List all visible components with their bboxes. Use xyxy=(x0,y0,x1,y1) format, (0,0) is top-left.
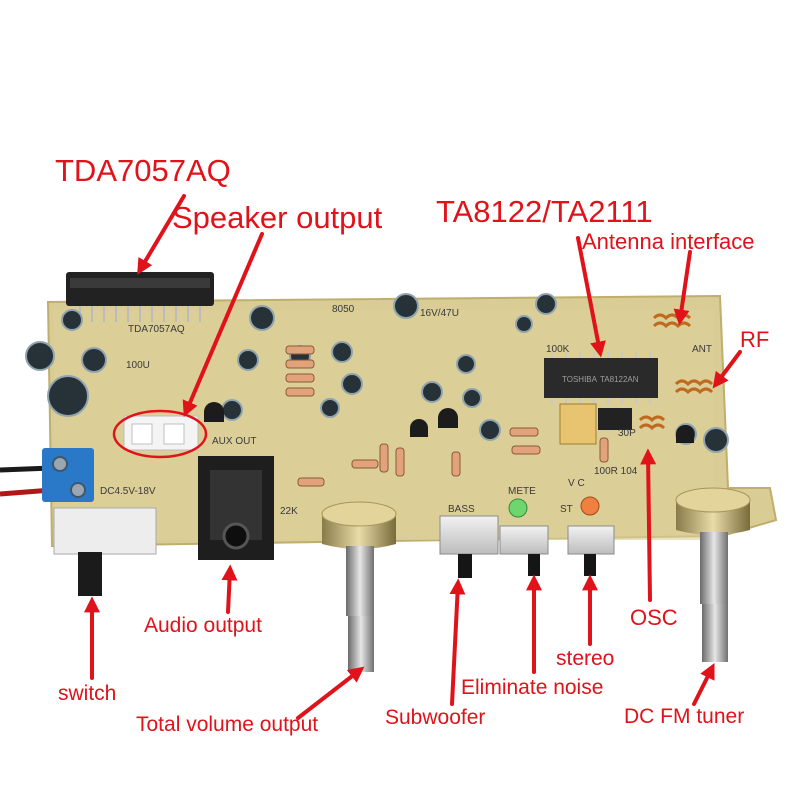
label-stereo: stereo xyxy=(556,647,615,670)
label-switch: switch xyxy=(58,682,117,705)
arrow-speaker xyxy=(182,232,264,418)
arrow-ta8122 xyxy=(576,236,606,358)
capacitors xyxy=(25,293,729,453)
silk-power: DC4.5V-18V xyxy=(100,486,156,497)
tuner-potentiometer xyxy=(675,487,751,662)
speaker-output-highlight xyxy=(112,409,208,459)
silk-aux: AUX OUT xyxy=(212,436,256,447)
volume-potentiometer xyxy=(321,501,397,672)
ta8122-ic: TOSHIBA TA8122AN xyxy=(544,352,658,404)
arrow-antenna xyxy=(673,250,692,326)
arrow-subwoofer xyxy=(449,578,466,706)
ic-part: TA8122AN xyxy=(600,375,639,384)
silk-22k: 22K xyxy=(280,506,298,517)
label-subwoofer: Subwoofer xyxy=(385,706,486,729)
label-audio-output: Audio output xyxy=(144,614,262,637)
silk-8050: 8050 xyxy=(332,304,355,315)
silk-mete: METE xyxy=(508,486,536,497)
silk-ant: ANT xyxy=(692,344,712,355)
arrow-dcfm xyxy=(692,662,715,706)
arrow-tda7057 xyxy=(137,194,186,275)
resistors xyxy=(285,345,609,487)
arrow-osc xyxy=(640,448,657,602)
label-rf: RF xyxy=(740,327,770,352)
arrow-rf xyxy=(712,350,742,389)
label-dc-fm-tuner: DC FM tuner xyxy=(624,705,745,728)
annotation-arrows xyxy=(84,194,742,720)
silk-chip: TDA7057AQ xyxy=(128,324,185,335)
ic-brand: TOSHIBA xyxy=(562,375,598,384)
audio-jack xyxy=(198,456,274,560)
label-antenna-interface: Antenna interface xyxy=(582,229,755,254)
label-speaker-output: Speaker output xyxy=(172,200,383,235)
silk-vc: V C xyxy=(568,478,585,489)
label-ta8122: TA8122/TA2111 xyxy=(436,194,653,229)
silk-16v: 16V/47U xyxy=(420,308,459,319)
silk-100k: 100K xyxy=(546,344,570,355)
label-eliminate-noise: Eliminate noise xyxy=(461,676,604,699)
label-total-volume-output: Total volume output xyxy=(136,713,319,736)
silk-30p: 30P xyxy=(618,428,636,439)
arrow-volume xyxy=(296,666,365,720)
label-osc: OSC xyxy=(630,605,678,630)
label-tda7057aq: TDA7057AQ xyxy=(55,153,231,188)
silk-100u: 100U xyxy=(126,360,150,371)
push-buttons xyxy=(439,515,615,578)
power-terminal xyxy=(0,448,94,502)
small-module xyxy=(559,403,632,445)
power-switch xyxy=(53,507,157,596)
arrow-audio xyxy=(221,564,238,614)
speaker-connector xyxy=(123,415,199,451)
tda7057-chip xyxy=(66,272,214,322)
silk-bass: BASS xyxy=(448,504,475,515)
silk-100r: 100R 104 xyxy=(594,466,638,477)
transistors xyxy=(204,402,694,443)
leds xyxy=(508,496,600,518)
silk-st: ST xyxy=(560,504,573,515)
